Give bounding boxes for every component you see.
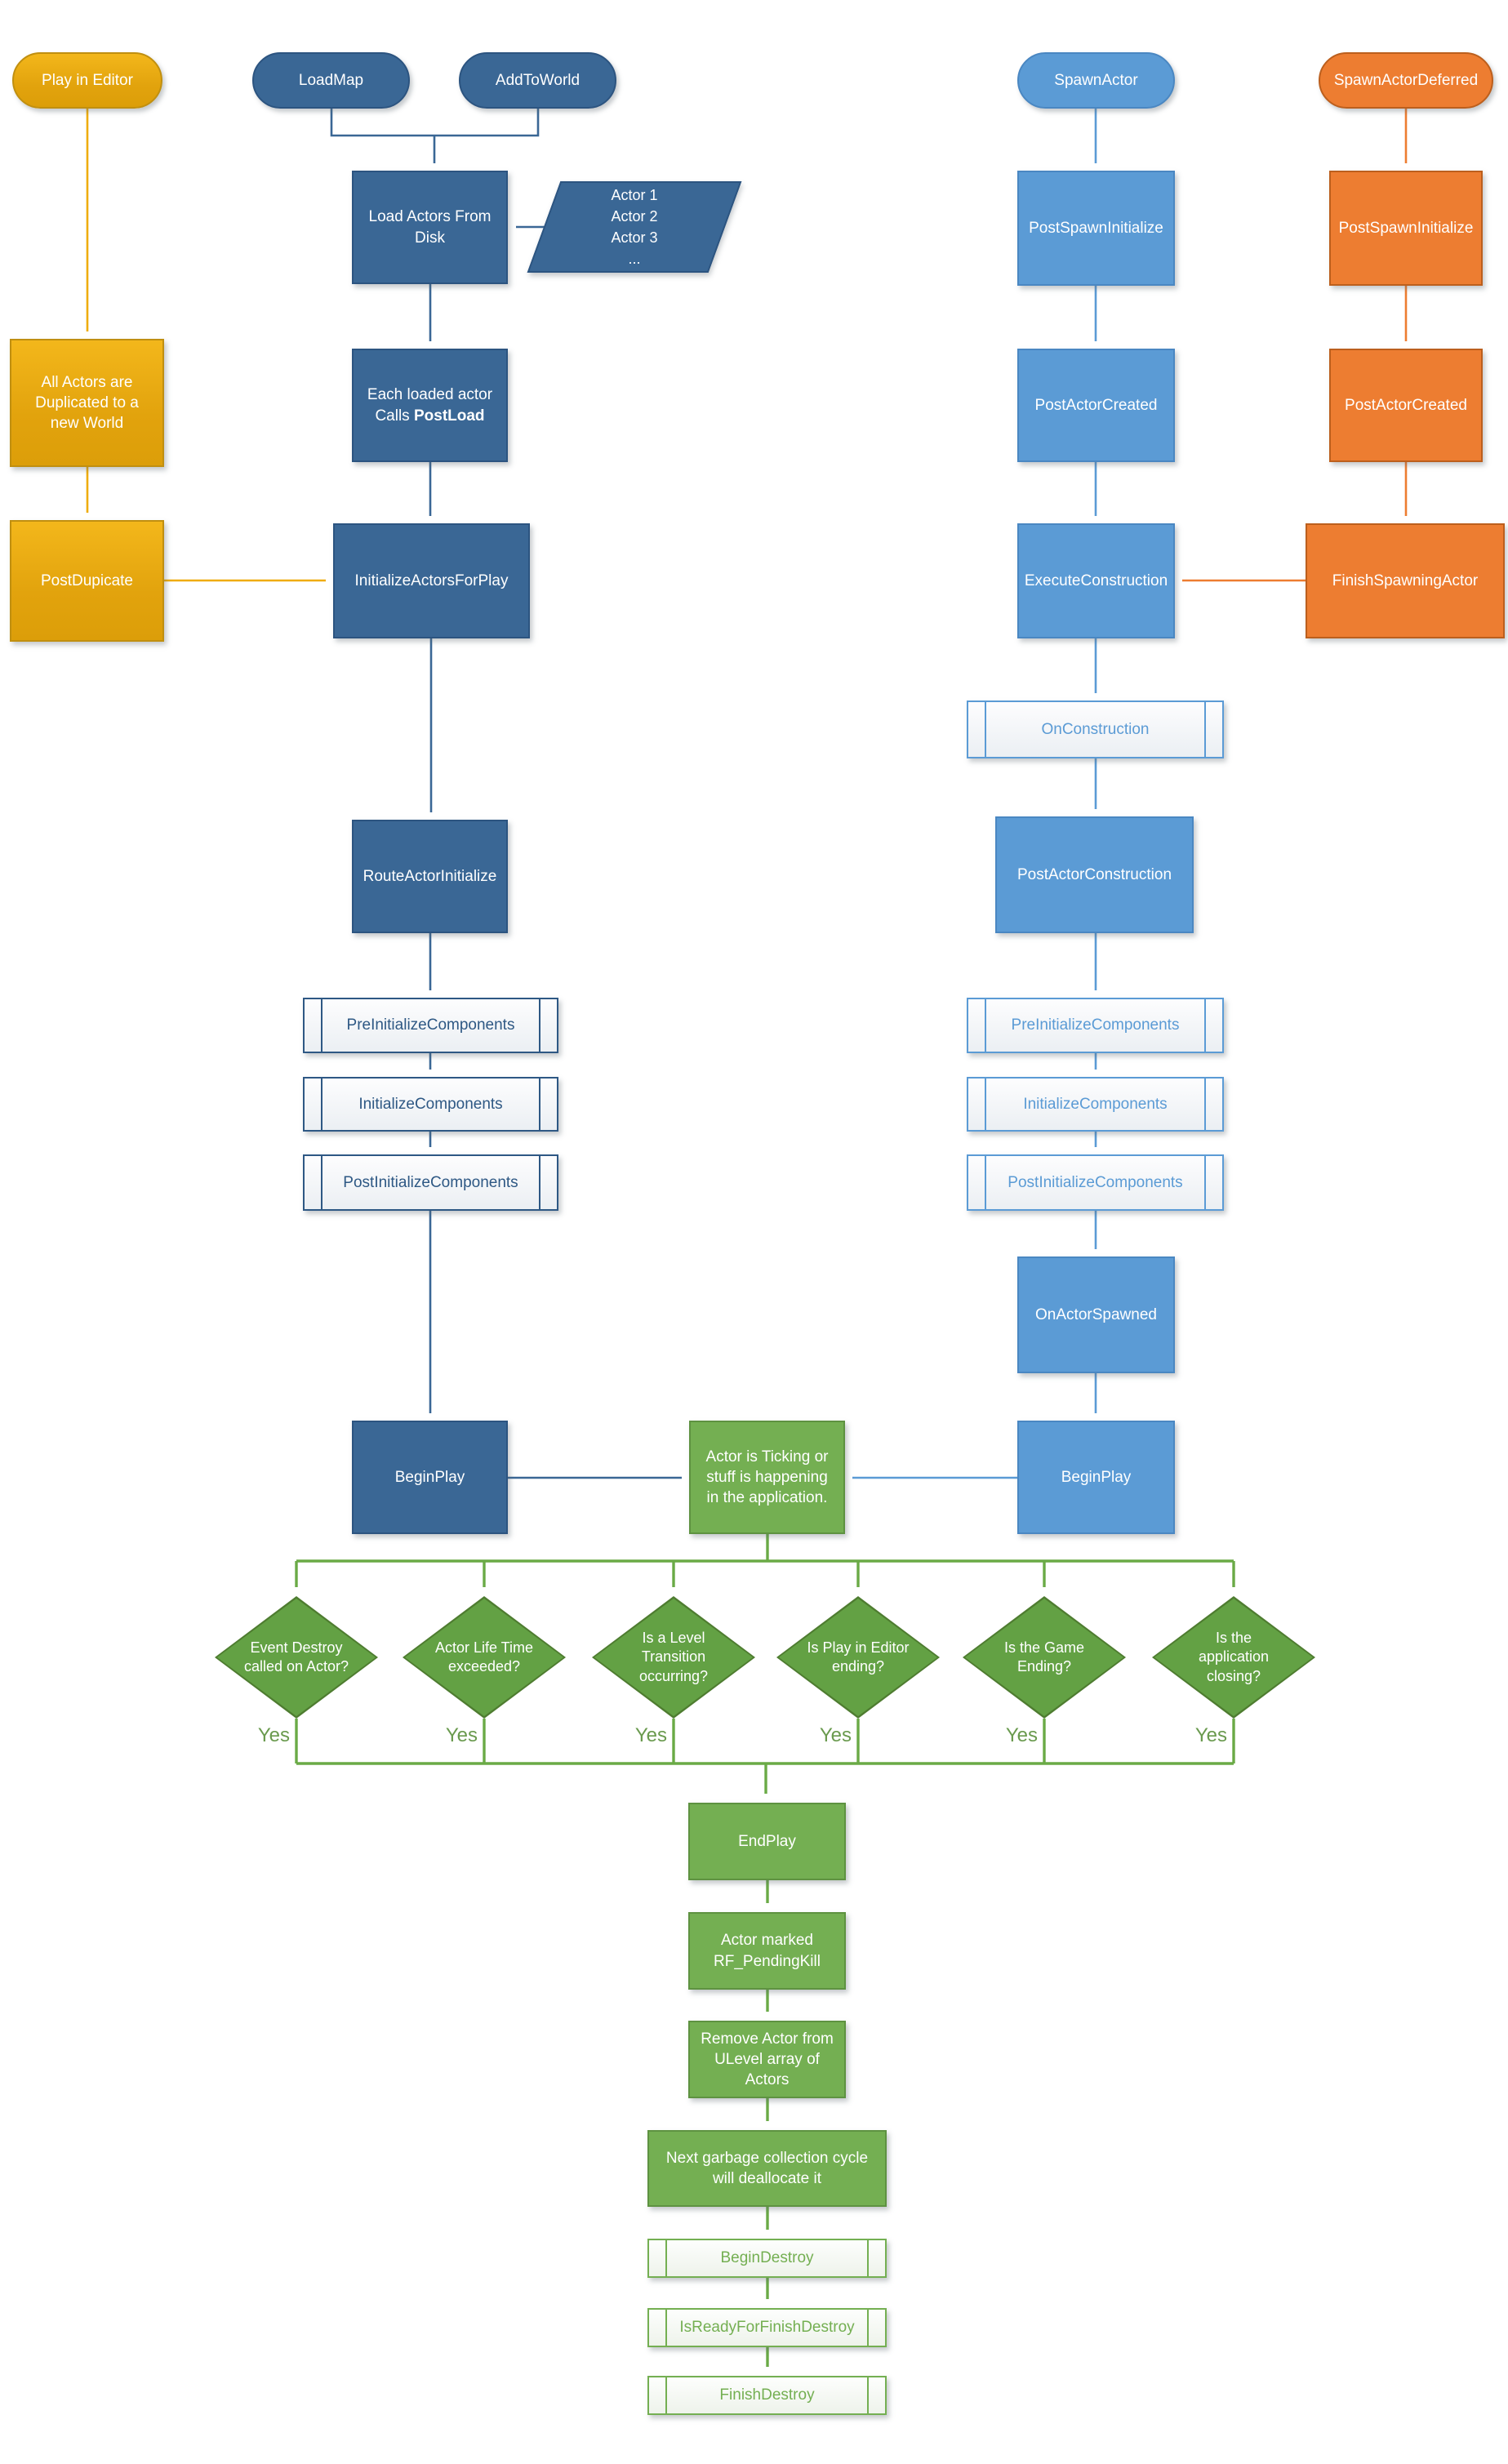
node-spawn-actor: SpawnActor	[1017, 52, 1175, 109]
node-load-map: LoadMap	[252, 52, 410, 109]
decision-play-in-editor-ending: Is Play in Editor ending?	[776, 1596, 940, 1719]
node-each-loaded-actor-postload: Each loaded actor Calls PostLoad	[352, 349, 508, 462]
each-loaded-actor-label: Each loaded actor Calls PostLoad	[367, 385, 492, 425]
node-post-dupicate: PostDupicate	[10, 520, 164, 642]
node-initialize-components-load: InitializeComponents	[303, 1077, 558, 1132]
node-on-construction: OnConstruction	[967, 701, 1224, 758]
actor-list-item: Actor 3	[611, 229, 658, 246]
node-actor-ticking: Actor is Ticking or stuff is happening i…	[689, 1421, 845, 1534]
node-all-actors-duplicated: All Actors are Duplicated to a new World	[10, 339, 164, 467]
decision-label: Actor Life Time exceeded?	[434, 1639, 534, 1675]
yes-label: Yes	[819, 1724, 852, 1746]
decision-label: Event Destroy called on Actor?	[243, 1639, 349, 1675]
actor-list-item: Actor 2	[611, 208, 658, 225]
node-pre-initialize-components-load: PreInitializeComponents	[303, 998, 558, 1053]
yes-label: Yes	[1194, 1724, 1227, 1746]
decision-game-ending: Is the Game Ending?	[963, 1596, 1126, 1719]
node-execute-construction: ExecuteConstruction	[1017, 523, 1175, 638]
node-post-spawn-initialize-deferred: PostSpawnInitialize	[1329, 171, 1483, 286]
yes-label: Yes	[634, 1724, 667, 1746]
node-route-actor-initialize: RouteActorInitialize	[352, 820, 508, 933]
calls-label: Calls	[375, 407, 410, 425]
node-play-in-editor: Play in Editor	[12, 52, 162, 109]
node-actor-disk-list: Actor 1 Actor 2 Actor 3 ...	[544, 181, 725, 273]
node-finish-spawning-actor: FinishSpawningActor	[1306, 523, 1505, 638]
actor-list-item: ...	[628, 251, 641, 267]
node-begin-play-load: BeginPlay	[352, 1421, 508, 1534]
decision-label: Is Play in Editor ending?	[807, 1639, 910, 1675]
decision-label: Is a Level Transition occurring?	[638, 1629, 709, 1684]
node-begin-play-spawn: BeginPlay	[1017, 1421, 1175, 1534]
node-post-initialize-components-load: PostInitializeComponents	[303, 1154, 558, 1211]
node-on-actor-spawned: OnActorSpawned	[1017, 1256, 1175, 1373]
node-post-actor-created-spawn: PostActorCreated	[1017, 349, 1175, 462]
node-pre-initialize-components-spawn: PreInitializeComponents	[967, 998, 1224, 1053]
decision-event-destroy: Event Destroy called on Actor?	[215, 1596, 378, 1719]
decision-level-transition: Is a Level Transition occurring?	[592, 1596, 755, 1719]
node-initialize-components-spawn: InitializeComponents	[967, 1077, 1224, 1132]
node-begin-destroy: BeginDestroy	[647, 2239, 887, 2278]
yes-label: Yes	[445, 1724, 478, 1746]
yes-label: Yes	[257, 1724, 290, 1746]
actor-disk-list-lines: Actor 1 Actor 2 Actor 3 ...	[611, 185, 657, 269]
node-garbage-collection: Next garbage collection cycle will deall…	[647, 2130, 887, 2207]
actor-list-item: Actor 1	[611, 187, 658, 203]
node-post-initialize-components-spawn: PostInitializeComponents	[967, 1154, 1224, 1211]
node-remove-actor-from-ulevel: Remove Actor from ULevel array of Actors	[688, 2021, 846, 2098]
node-is-ready-for-finish-destroy: IsReadyForFinishDestroy	[647, 2308, 887, 2347]
node-post-actor-created-deferred: PostActorCreated	[1329, 349, 1483, 462]
node-end-play: EndPlay	[688, 1803, 846, 1880]
post-load-label: PostLoad	[413, 407, 485, 425]
node-initialize-actors-for-play: InitializeActorsForPlay	[333, 523, 530, 638]
decision-lifetime-exceeded: Actor Life Time exceeded?	[403, 1596, 566, 1719]
each-loaded-actor-line1: Each loaded actor	[367, 386, 493, 404]
node-load-actors-from-disk: Load Actors From Disk	[352, 171, 508, 284]
decision-application-closing: Is the application closing?	[1152, 1596, 1315, 1719]
node-post-actor-construction: PostActorConstruction	[995, 816, 1194, 933]
node-add-to-world: AddToWorld	[459, 52, 616, 109]
decision-label: Is the application closing?	[1198, 1629, 1270, 1684]
node-finish-destroy: FinishDestroy	[647, 2376, 887, 2415]
decision-label: Is the Game Ending?	[1003, 1639, 1085, 1675]
yes-label: Yes	[1005, 1724, 1038, 1746]
node-spawn-actor-deferred: SpawnActorDeferred	[1319, 52, 1493, 109]
node-post-spawn-initialize-spawn: PostSpawnInitialize	[1017, 171, 1175, 286]
node-actor-marked-pending-kill: Actor marked RF_PendingKill	[688, 1912, 846, 1990]
